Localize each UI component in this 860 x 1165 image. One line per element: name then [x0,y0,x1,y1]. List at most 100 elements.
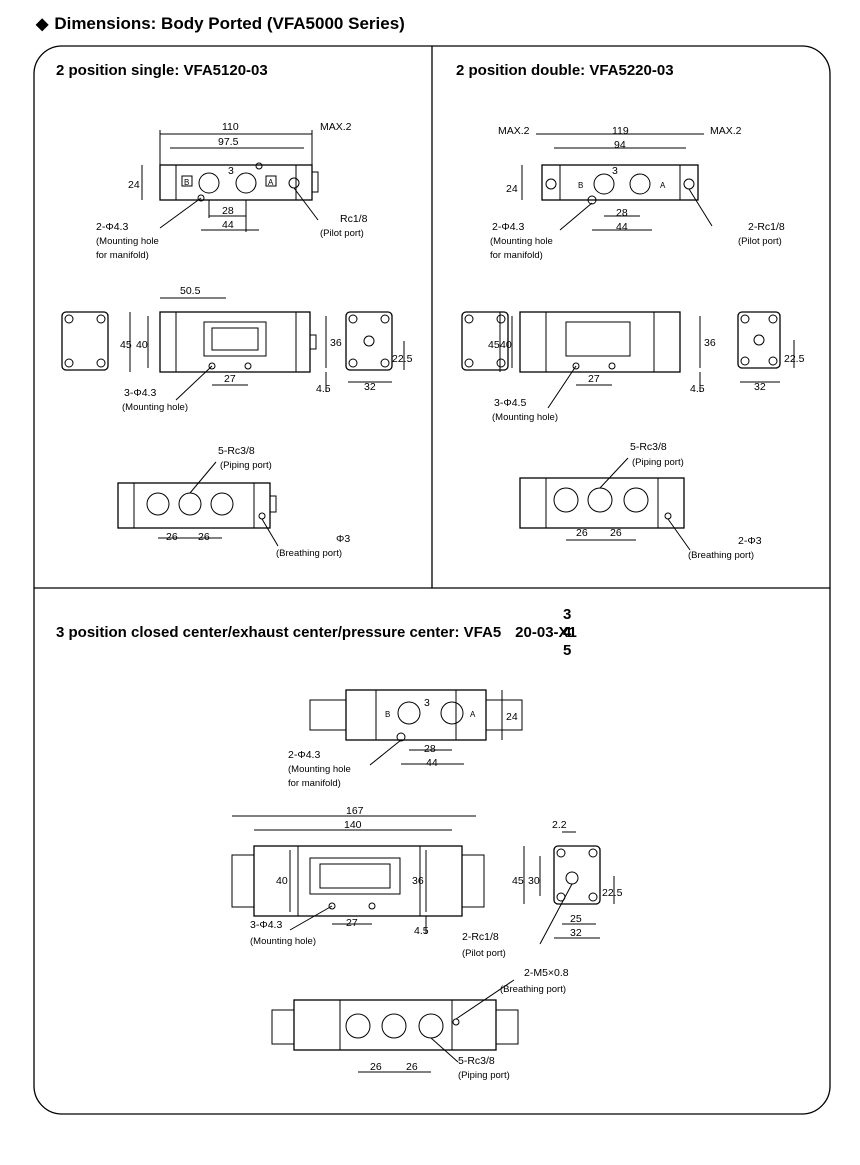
double-callout-breath-note: (Breathing port) [688,550,754,561]
three-side-pilot-port [565,871,579,885]
double-label-119: 119 [612,125,629,137]
single-label-27: 27 [224,373,236,385]
single-label-b: B [184,178,189,187]
three-top-view [309,689,523,766]
single-label-110: 110 [222,121,239,133]
double-label-3: 3 [612,165,618,177]
double-leader-front [547,365,577,409]
three-side-view [523,831,615,945]
three-bottom-body [293,999,497,1051]
three-label-44: 44 [426,757,438,769]
single-label-22-5: 22.5 [392,353,413,365]
double-bottom-view [519,457,691,551]
single-callout-pilot: Rc1/8 [340,213,368,225]
single-label-max2: MAX.2 [320,121,352,133]
single-top-label-box-b [181,175,193,187]
single-top-small-hole [255,162,263,170]
single-end-left-bolt-1 [64,314,74,324]
double-bottom-port-3 [623,487,649,513]
single-callout-mount: 2-Φ4.3 [96,221,128,233]
three-leader-pilot [539,883,573,945]
single-top-label-box-a [265,175,277,187]
three-label-3: 3 [424,697,430,709]
double-top-pilot-right [683,178,695,190]
double-label-b: B [578,181,583,190]
three-bottom-port-2 [381,1013,407,1039]
single-callout-pilot-note: (Pilot port) [320,228,364,239]
double-end-left-bolt-2 [496,314,506,324]
single-bottom-view [117,461,279,547]
three-side-body [553,845,601,905]
double-leader-breath [667,518,691,551]
three-bottom-coil-left [271,1009,295,1045]
single-bottom-body [117,482,271,529]
double-end-right-port [753,334,765,346]
double-label-32: 32 [754,381,766,393]
single-label-a: A [268,178,274,187]
three-label-140: 140 [344,819,362,831]
three-top-coil-left [309,699,347,731]
double-label-4-5: 4.5 [690,383,705,395]
double-end-left-bolt-4 [496,358,506,368]
double-callout-piping-note: (Piping port) [632,457,684,468]
three-label-32: 32 [570,927,582,939]
double-label-45: 45 [488,339,500,351]
page-title: ◆ Dimensions: Body Ported (VFA5000 Series… [36,14,405,34]
three-front-coil-right [461,854,485,908]
single-leader-front [175,365,213,401]
three-front-window [309,857,401,895]
three-front-view [231,815,485,934]
single-top-pilot-boss [311,171,319,193]
double-bottom-port-2 [587,487,613,513]
single-label-3: 3 [228,165,234,177]
three-label-25: 25 [570,913,582,925]
double-front-view [461,311,795,409]
three-front-mount-2 [368,902,376,910]
three-bottom-port-1 [345,1013,371,1039]
page-title-text: Dimensions: Body Ported (VFA5000 Series) [54,14,405,33]
single-top-view [141,130,319,232]
single-end-right-bolt-2 [380,314,390,324]
three-leader-mount [369,739,402,766]
double-leader-mount [559,202,593,231]
double-label-a: A [660,181,666,190]
single-end-left-bolt-2 [96,314,106,324]
double-end-left [461,311,509,371]
three-side-bolt-1 [556,848,566,858]
single-label-24: 24 [128,179,140,191]
three-leader-piping [430,1037,459,1063]
double-top-port-a [629,173,651,195]
three-side-bolt-4 [588,892,598,902]
double-bottom-body [519,477,685,529]
three-label-167: 167 [346,805,364,817]
double-end-left-bolt-1 [464,314,474,324]
double-top-port-b [593,173,615,195]
section-title-three-text: 3 position closed center/exhaust center/… [56,624,502,641]
three-callout-mount-note2: for manifold) [288,778,341,789]
single-callout-front: 3-Φ4.3 [124,387,156,399]
title-digit-5: 5 [563,642,572,659]
three-callout-mount: 2-Φ4.3 [288,749,320,761]
single-label-44: 44 [222,219,234,231]
three-label-40: 40 [276,875,288,887]
single-top-mount-hole [197,194,205,202]
double-end-right-bolt-1 [740,314,750,324]
single-bottom-port-1 [146,492,170,516]
three-callout-breath-note: (Breathing port) [500,984,566,995]
title-digit-3: 3 [563,606,572,623]
double-label-22-5: 22.5 [784,353,805,365]
three-front-window-inner [319,863,391,889]
single-top-port-b [198,172,220,194]
three-label-b: B [385,710,390,719]
three-bottom-port-3 [418,1013,444,1039]
single-bottom-boss [269,495,277,513]
single-label-40: 40 [136,339,148,351]
single-front-mount-1 [208,362,216,370]
double-label-40: 40 [500,339,512,351]
single-label-45: 45 [120,339,132,351]
diamond-bullet-icon: ◆ [36,16,49,33]
single-label-28: 28 [222,205,234,217]
double-label-max2-left: MAX.2 [498,125,530,137]
three-label-45: 45 [512,875,524,887]
section-title-three: 3 position closed center/exhaust center/… [56,624,577,641]
